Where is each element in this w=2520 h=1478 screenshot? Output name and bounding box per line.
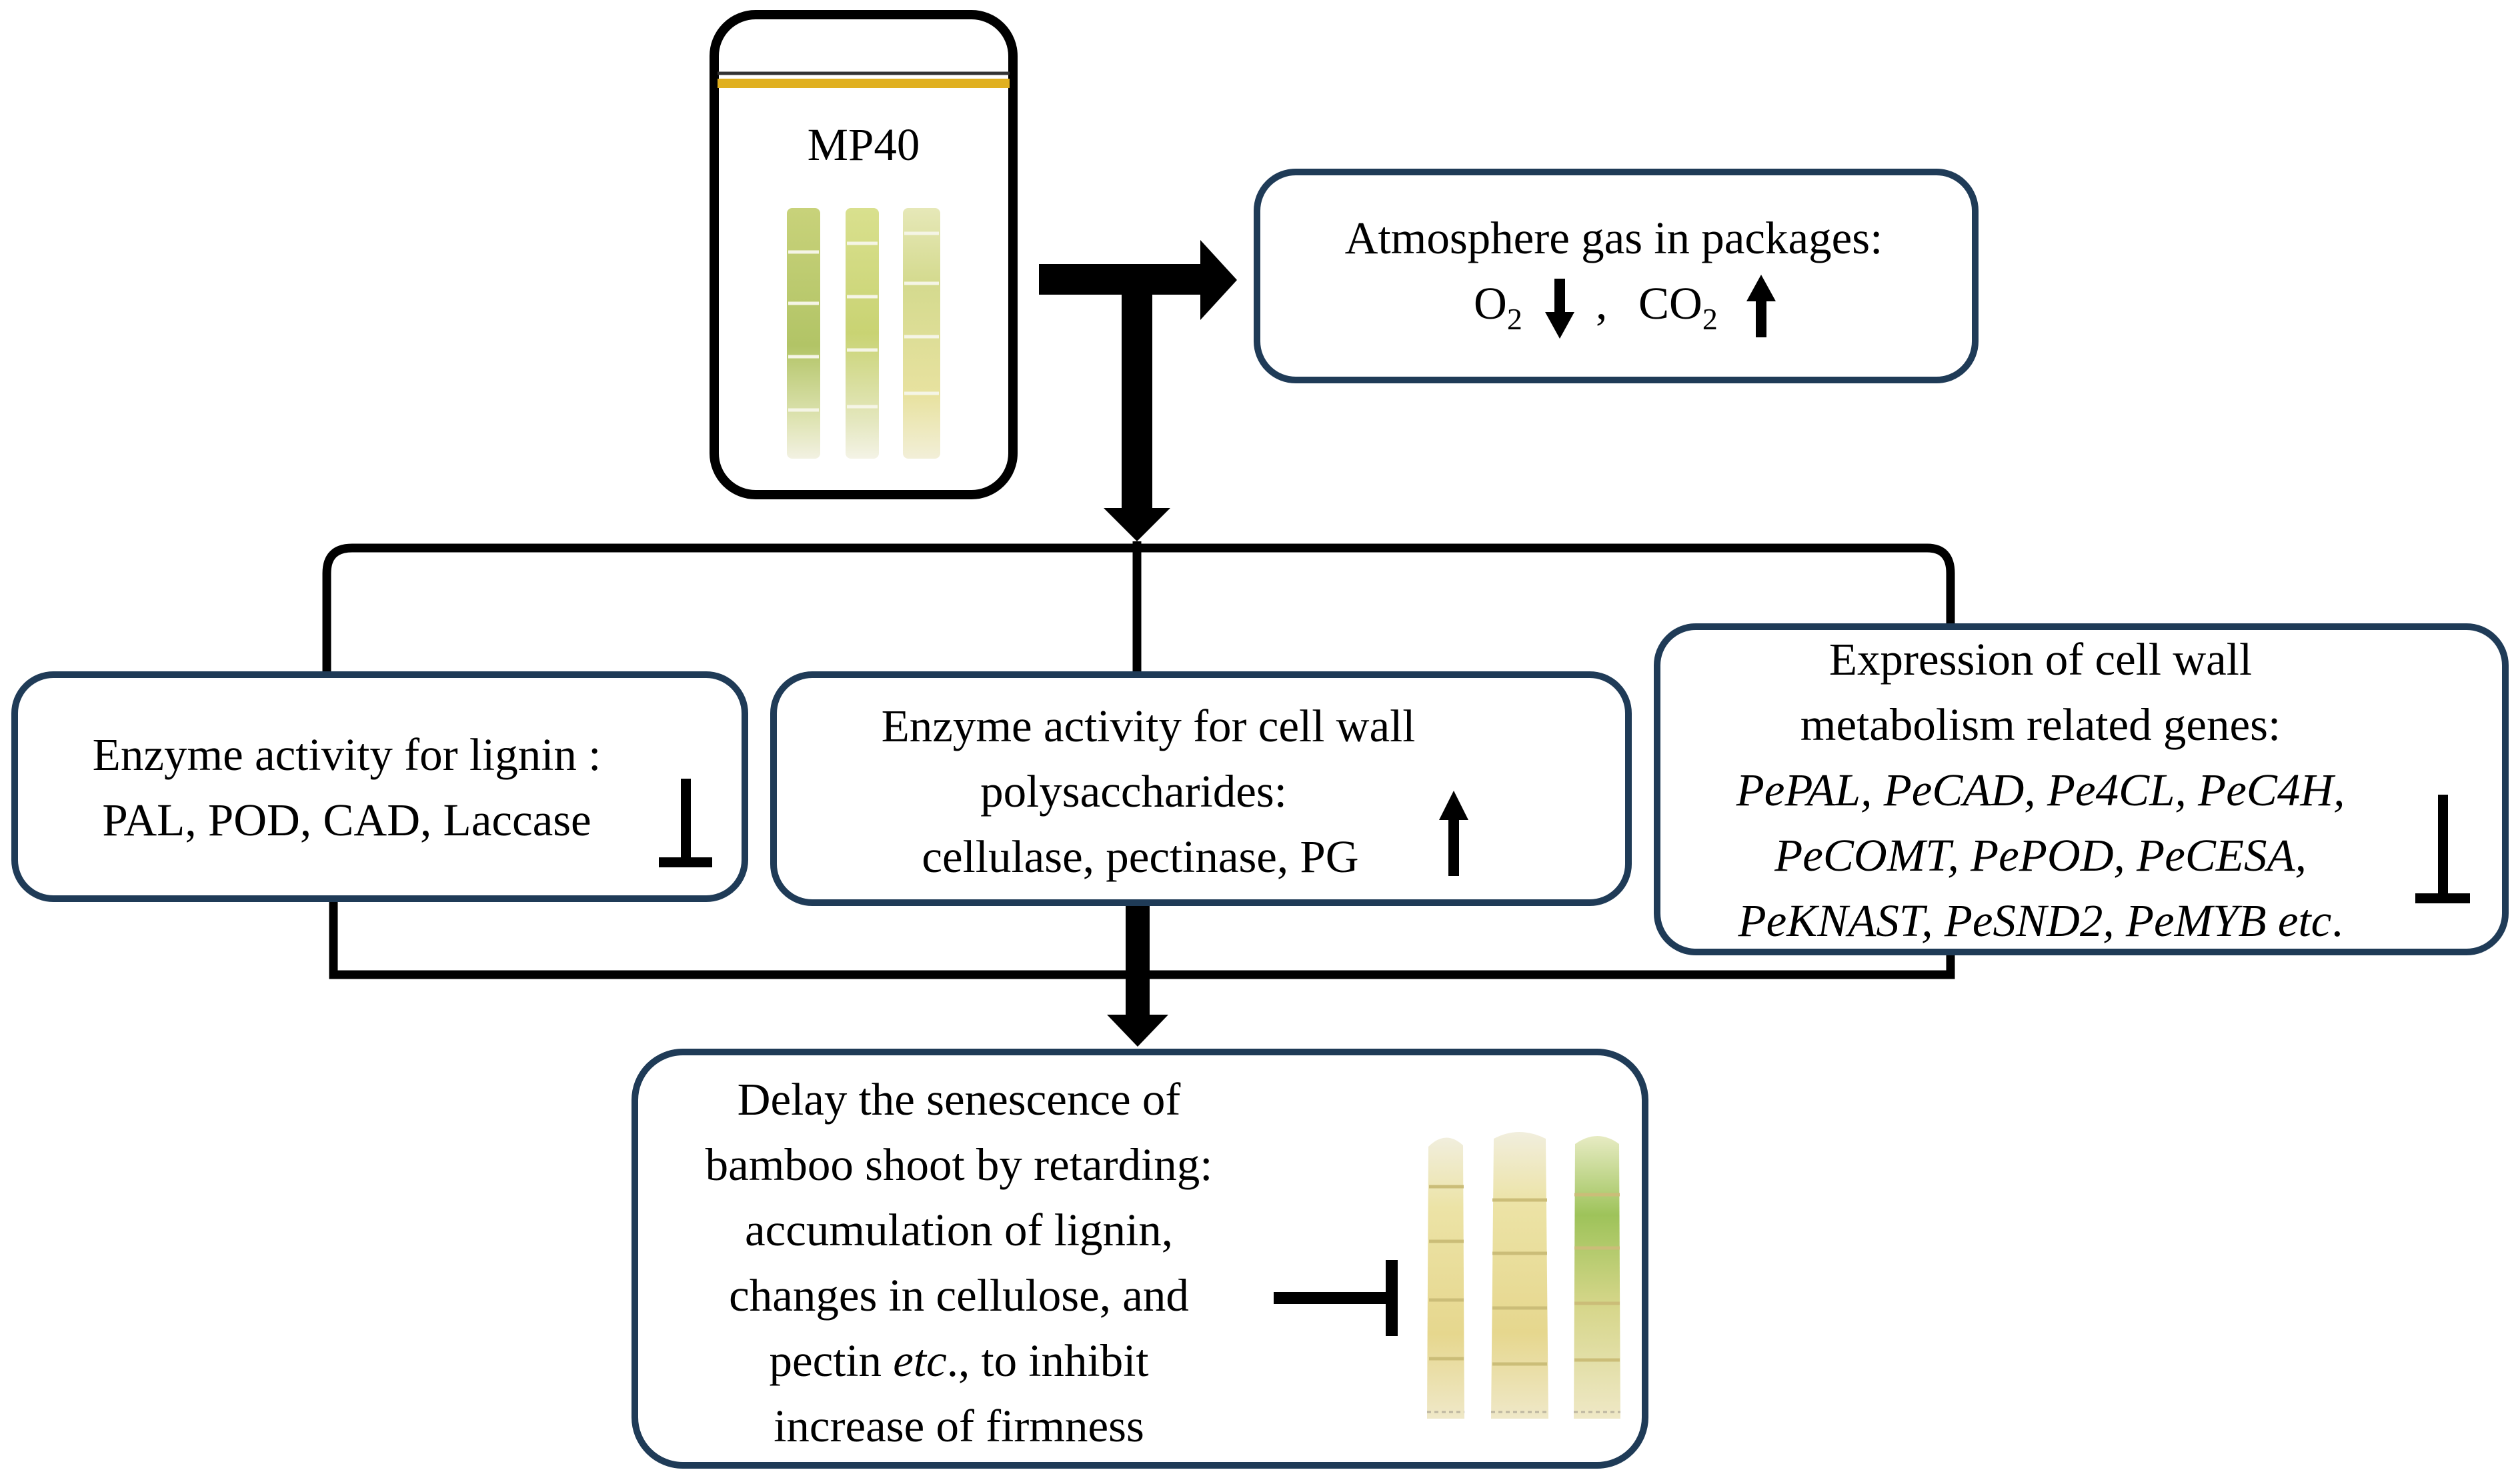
- up-arrow-icon: [1439, 791, 1468, 876]
- outcome-line-1: Delay the senescence of: [738, 1074, 1181, 1125]
- gene-list-line-2: PeCOMT, PePOD, PeCESA,: [1774, 830, 2307, 881]
- inhibit-tbar-icon: [659, 779, 712, 867]
- outcome-line-3: accumulation of lignin,: [745, 1205, 1173, 1255]
- mp40-package: MP40: [710, 10, 1018, 499]
- outcome-line-4: changes in cellulose, and: [729, 1270, 1189, 1321]
- gene-expression-box-border: [1654, 623, 2509, 955]
- gene-expression-box: Expression of cell wall metabolism relat…: [1654, 623, 2509, 955]
- lignin-enzyme-title: Enzyme activity for lignin :: [93, 729, 601, 780]
- up-arrow-icon: [1746, 275, 1776, 337]
- outcome-line-6: increase of firmness: [774, 1401, 1144, 1451]
- outcome-box-border: [632, 1049, 1648, 1469]
- outcome-line-5: pectin etc., to inhibit: [769, 1335, 1148, 1386]
- lignin-enzyme-box: Enzyme activity for lignin : PAL, POD, C…: [11, 671, 748, 902]
- gene-list-line-3: PeKNAST, PeSND2, PeMYB etc.: [1737, 895, 2343, 946]
- cellwall-enzyme-box-border: [770, 671, 1632, 906]
- o2-label: O2: [1474, 278, 1522, 336]
- outcome-box: Delay the senescence of bamboo shoot by …: [632, 1049, 1648, 1469]
- separator-comma: ,: [1596, 278, 1607, 329]
- gene-expression-subtitle: metabolism related genes:: [1800, 699, 2281, 750]
- trunk-down-arrow: [1104, 279, 1170, 541]
- packaged-bamboo-shoots-image: [787, 208, 940, 459]
- atmosphere-box-border: [1254, 169, 1979, 383]
- atmosphere-title: Atmosphere gas in packages:: [1345, 213, 1883, 263]
- merge-down-arrow: [1107, 905, 1168, 1047]
- gene-list-line-1: PePAL, PeCAD, Pe4CL, PeC4H,: [1736, 765, 2345, 815]
- atmosphere-box: Atmosphere gas in packages: O2 , CO2: [1254, 169, 1979, 383]
- cellwall-enzyme-list: cellulase, pectinase, PG: [922, 831, 1358, 882]
- gene-expression-title: Expression of cell wall: [1829, 634, 2252, 685]
- outcome-line-2: bamboo shoot by retarding:: [706, 1139, 1213, 1190]
- co2-label: CO2: [1638, 278, 1718, 336]
- package-label: MP40: [808, 119, 920, 170]
- down-arrow-icon: [1545, 279, 1574, 339]
- cellwall-enzyme-subtitle: polysaccharides:: [980, 766, 1287, 817]
- cellwall-enzyme-title: Enzyme activity for cell wall: [882, 701, 1416, 751]
- cellwall-enzyme-box: Enzyme activity for cell wall polysaccha…: [770, 671, 1632, 906]
- inhibit-tbar-icon: [2415, 795, 2470, 903]
- lignin-enzyme-box-border: [11, 671, 748, 902]
- inhibit-tbar-icon: [1274, 1260, 1398, 1336]
- lignin-enzyme-list: PAL, POD, CAD, Laccase: [102, 795, 591, 845]
- fresh-bamboo-shoots-image: [1427, 1132, 1620, 1419]
